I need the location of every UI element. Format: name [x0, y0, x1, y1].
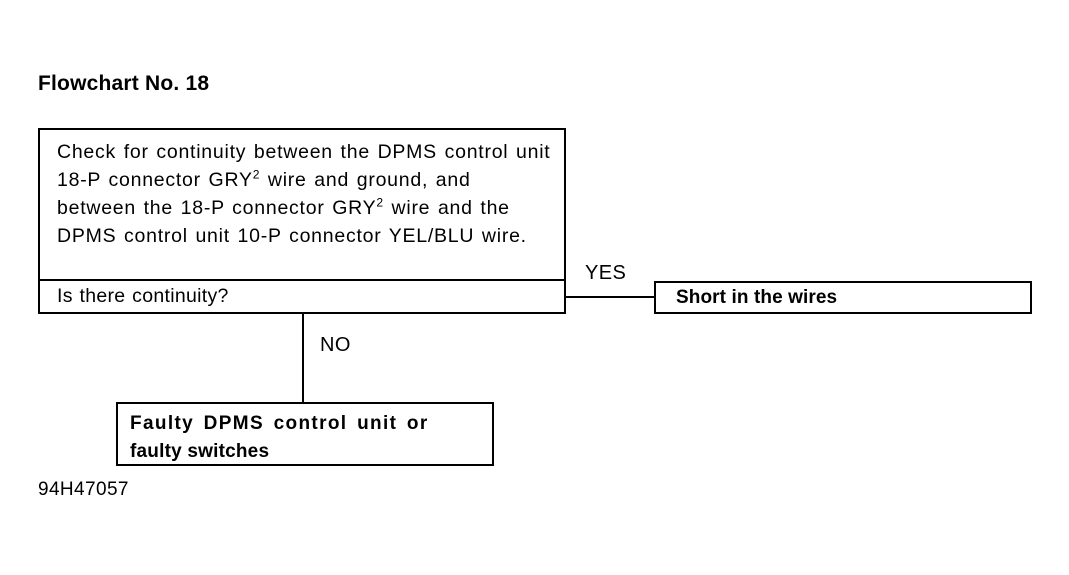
outcome-box-faulty-unit: Faulty DPMS control unit or faulty switc…	[116, 402, 494, 466]
statement-seg-7: connector YEL/BLU wire.	[289, 225, 527, 247]
outcome-box-short-in-wires: Short in the wires	[654, 281, 1032, 314]
statement-seg-3: wire and	[260, 169, 350, 191]
branch-label-no: NO	[320, 334, 351, 356]
decision-block: Check for continuity between the DPMS co…	[38, 128, 566, 314]
connector-no-vertical	[302, 313, 304, 403]
outcome-faulty-unit-line1: Faulty DPMS control unit or	[130, 413, 429, 434]
connector-yes-horizontal	[566, 296, 656, 298]
statement-seg-5: GRY	[332, 197, 377, 219]
statement-seg-2: control unit 18-P connector GRY	[57, 141, 551, 191]
outcome-faulty-unit-line2: faulty switches	[130, 441, 270, 462]
page-title: Flowchart No. 18	[38, 72, 210, 95]
decision-statement-text: Check for continuity between the DPMS co…	[57, 138, 552, 250]
statement-seg-6: wire and the DPMS control unit 10-P	[57, 197, 510, 247]
decision-statement: Check for continuity between the DPMS co…	[40, 130, 564, 281]
decision-question: Is there continuity?	[40, 281, 564, 312]
outcome-short-in-wires-text: Short in the wires	[676, 286, 838, 308]
superscript-2-b: 2	[376, 195, 384, 210]
statement-seg-4: ground, and between the 18-P connector	[57, 169, 471, 219]
decision-question-text: Is there continuity?	[57, 285, 229, 307]
superscript-2-a: 2	[252, 167, 261, 182]
reference-code: 94H47057	[38, 479, 129, 500]
outcome-faulty-unit-text: Faulty DPMS control unit or faulty switc…	[118, 404, 429, 466]
branch-label-yes: YES	[585, 262, 627, 284]
statement-seg-1: Check for continuity between the DPMS	[57, 141, 437, 163]
